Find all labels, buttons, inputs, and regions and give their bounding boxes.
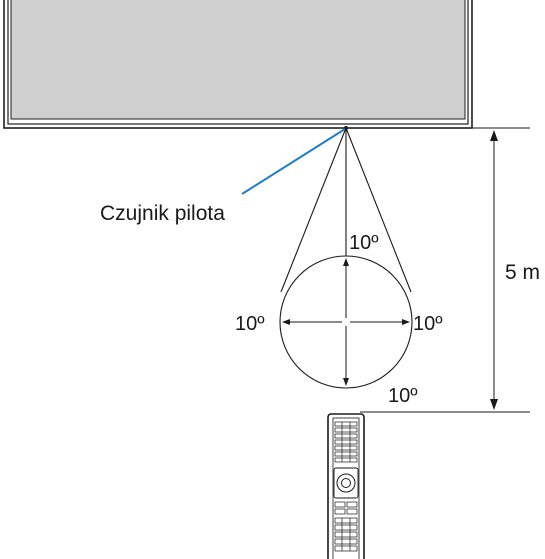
distance-label: 5 m: [505, 261, 540, 284]
sensor-label: Czujnik pilota: [100, 202, 225, 225]
remote-control-icon: [327, 413, 365, 559]
sensor-leader-line: [241, 128, 346, 195]
angle-bottom-label: 10º: [388, 385, 418, 407]
angle-arrows: [282, 258, 410, 386]
angle-top-label: 10º: [349, 232, 379, 254]
angle-right-label: 10º: [413, 313, 443, 335]
monitor-bottom-edge-icon: [3, 0, 473, 129]
angle-left-label: 10º: [235, 313, 265, 335]
distance-dimension: [490, 130, 498, 410]
reception-cone: [279, 127, 413, 389]
